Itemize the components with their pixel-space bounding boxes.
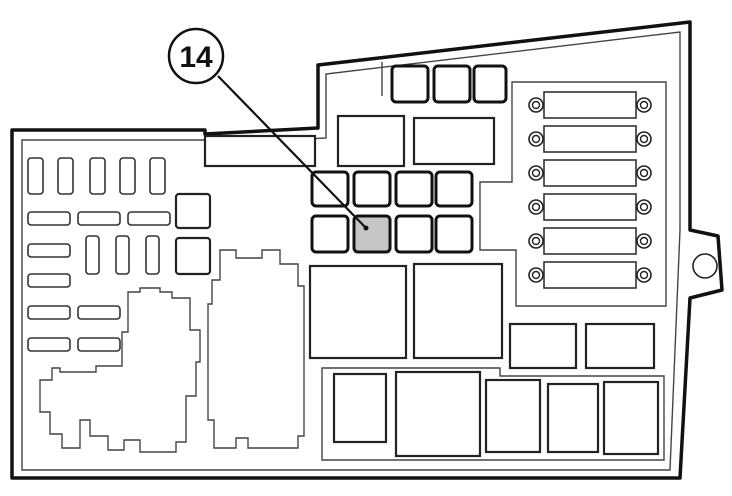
strip-fuse-row xyxy=(528,125,652,153)
big-relay-2 xyxy=(412,262,504,360)
strip-fuse-row xyxy=(528,91,652,119)
jagged-region-center xyxy=(207,249,305,449)
top-mid-block-1 xyxy=(336,114,406,168)
strip-fuse-row xyxy=(528,193,652,221)
left-vertical-fuses xyxy=(85,235,160,275)
big-relay-1 xyxy=(308,264,408,360)
bottom-relay-5 xyxy=(602,380,660,456)
jagged-region-left xyxy=(39,287,201,453)
left-horizontal-fuses xyxy=(27,211,171,352)
lower-relay-1 xyxy=(508,322,578,370)
bottom-row-border xyxy=(321,367,665,461)
relay-small-2 xyxy=(174,236,212,276)
bottom-relay-2 xyxy=(394,370,482,458)
strip-fuse-row xyxy=(528,261,652,289)
bottom-relay-3 xyxy=(484,378,542,454)
top-three-fuses xyxy=(390,64,508,104)
strip-fuse-row xyxy=(528,227,652,255)
lower-relay-2 xyxy=(584,322,656,370)
top-connector-block xyxy=(203,134,317,168)
mounting-hole xyxy=(692,253,718,279)
bottom-relay-1 xyxy=(332,372,388,444)
bottom-relay-4 xyxy=(546,382,600,454)
right-panel-border xyxy=(479,81,667,307)
strip-fuse-row xyxy=(528,159,652,187)
left-minifuse-row xyxy=(27,157,166,195)
right-fuse-strip xyxy=(528,91,652,289)
callout-leader-dot xyxy=(363,225,369,231)
relay-small-1 xyxy=(174,192,212,230)
callout-number: 14 xyxy=(179,41,213,74)
callout-leader-line xyxy=(217,75,367,229)
top-mid-block-2 xyxy=(412,116,496,166)
callout-circle xyxy=(167,27,225,85)
